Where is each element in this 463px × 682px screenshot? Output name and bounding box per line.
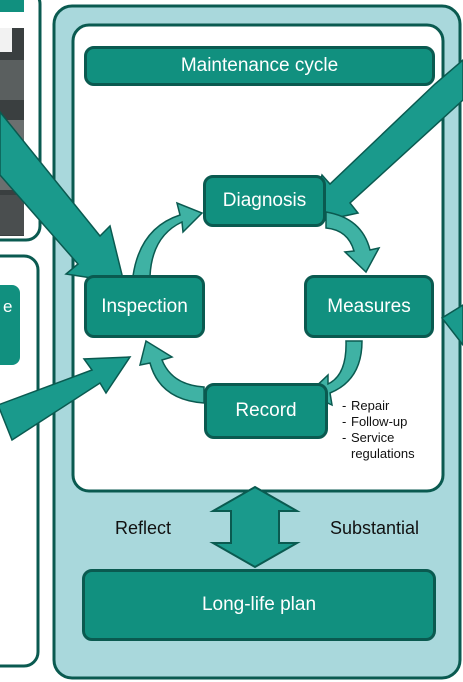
step-record: Record [204,383,328,439]
long-life-plan-text: Long-life plan [201,594,317,615]
step-measures-label: Measures [327,295,411,317]
step-record-label: Record [235,400,297,421]
measures-list-item-text: Service regulations [351,430,415,461]
maintenance-cycle-title: Maintenance cycle [84,46,435,86]
cycle-arrow-diagnosis-to-measures [325,211,381,274]
measures-list-item: - Service regulations [342,430,446,462]
measures-list: - Repair - Follow-up - Service regulatio… [342,398,446,462]
measures-list-item: - Follow-up [342,414,408,429]
step-inspection: Inspection [84,275,205,338]
reflect-label: Reflect [115,518,172,538]
partial-left-text: e [3,297,13,316]
measures-list-item: - Repair [342,398,390,413]
cycle-arrow-record-to-inspection [138,339,205,404]
step-diagnosis-label: Diagnosis [222,190,307,211]
measures-list-item-text: Repair [351,398,390,413]
reflect-substantial-arrow [209,485,301,569]
step-diagnosis: Diagnosis [203,175,326,227]
left-partial-bottom-card [0,254,40,668]
arrow-right-edge [440,304,463,347]
measures-list-item-text: Follow-up [351,414,408,429]
arrow-lower-left-to-inspection [0,356,132,442]
cycle-arrow-inspection-to-diagnosis [132,201,204,277]
step-measures: Measures [304,275,434,338]
substantial-label: Substantial [330,518,420,538]
maintenance-cycle-title-text: Maintenance cycle [180,55,339,76]
long-life-plan-box: Long-life plan [82,569,436,641]
step-inspection-label: Inspection [101,295,188,317]
